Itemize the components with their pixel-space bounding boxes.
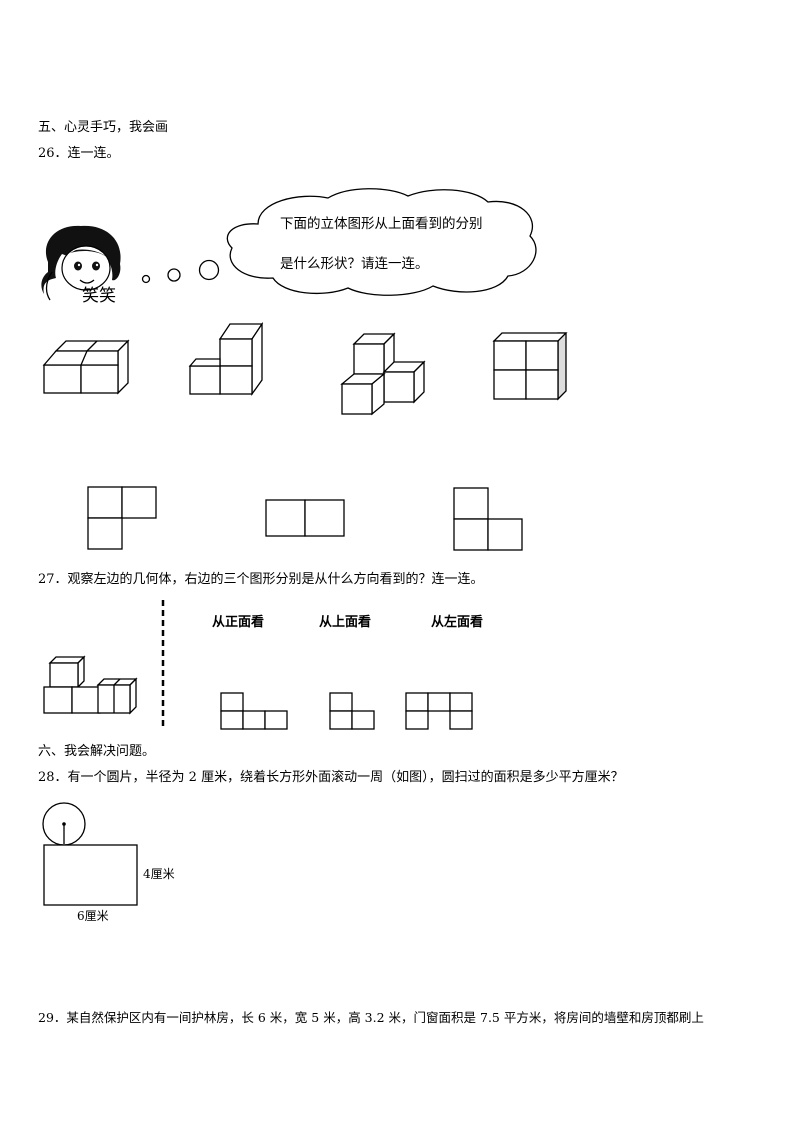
bubble-text-line-2: 是什么形状？请连一连。: [280, 256, 429, 272]
q28-circle-rectangle-diagram: [42, 802, 138, 906]
section-6-heading: 六、我会解决问题。: [38, 744, 156, 759]
question-26-label: 26．连一连。: [38, 146, 120, 161]
rectangle-width-label: 6厘米: [77, 909, 109, 923]
cloud-speech-bubble: [226, 188, 537, 296]
thought-dots: [141, 259, 220, 284]
view-shape-c: [405, 692, 473, 730]
girl-character-illustration: [41, 225, 121, 301]
bubble-text-line-1: 下面的立体图形从上面看到的分别: [280, 216, 483, 232]
view-label-left: 从左面看: [431, 615, 484, 630]
solid-figure-1: [42, 339, 130, 395]
question-27-prompt: 27．观察左边的几何体，右边的三个图形分别是从什么方向看到的？连一连。: [38, 572, 484, 587]
top-view-shape-3: [453, 487, 523, 551]
character-name-label: 笑笑: [82, 286, 116, 306]
q27-solid-figure: [43, 655, 138, 715]
question-28-prompt: 28．有一个圆片，半径为 2 厘米，绕着长方形外面滚动一周（如图），圆扫过的面积…: [38, 770, 624, 785]
solid-figure-2: [188, 321, 264, 397]
question-29-prompt: 29．某自然保护区内有一间护林房，长 6 米，宽 5 米，高 3.2 米，门窗面…: [38, 1010, 704, 1025]
top-view-shape-2: [265, 499, 345, 537]
view-shape-a: [220, 692, 288, 730]
view-shape-b: [329, 692, 375, 730]
rectangle-height-label: 4厘米: [143, 867, 175, 881]
view-label-front: 从正面看: [212, 615, 265, 630]
view-label-top: 从上面看: [319, 615, 372, 630]
dashed-divider: [161, 600, 165, 728]
section-5-heading: 五、心灵手巧，我会画: [38, 120, 169, 135]
solid-figure-3: [340, 332, 426, 416]
top-view-shape-1: [87, 486, 157, 550]
solid-figure-4: [492, 332, 568, 401]
